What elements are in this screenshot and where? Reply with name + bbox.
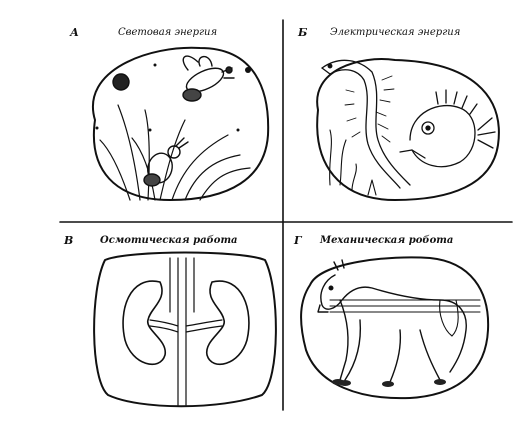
panel-b-title: Электрическая энергия (330, 27, 461, 38)
sitting-firefly (143, 137, 189, 187)
panel-c-title: Осмотическая работа (100, 235, 238, 246)
flying-firefly (182, 55, 235, 102)
left-kidney (122, 280, 166, 366)
hooves (332, 379, 446, 387)
panel-d-outline (300, 256, 490, 400)
stars (95, 63, 251, 132)
electric-eel (321, 59, 411, 189)
panel-d-illustration (300, 256, 490, 400)
panel-a-letter: А (70, 26, 79, 39)
panel-c-outline (93, 251, 277, 408)
horse (317, 259, 467, 383)
seaweed (329, 129, 377, 196)
harness (329, 299, 481, 337)
panel-b-outline (316, 58, 500, 201)
panel-d-letter: Г (294, 234, 302, 247)
panel-c-letter: В (64, 234, 74, 247)
panel-c-illustration (93, 251, 277, 408)
moon (112, 73, 130, 91)
grass (99, 104, 251, 201)
panel-d-title: Механическая робота (320, 235, 454, 246)
panel-a-illustration (92, 46, 270, 201)
panel-b-letter: Б (298, 26, 308, 39)
right-kidney (206, 280, 250, 366)
panel-a-outline (92, 46, 270, 201)
blood-vessels (149, 257, 223, 406)
spiky-fish (399, 89, 496, 168)
panel-a-title: Световая энергия (118, 27, 218, 38)
electric-sparks (344, 75, 395, 143)
panel-b-illustration (316, 58, 500, 201)
